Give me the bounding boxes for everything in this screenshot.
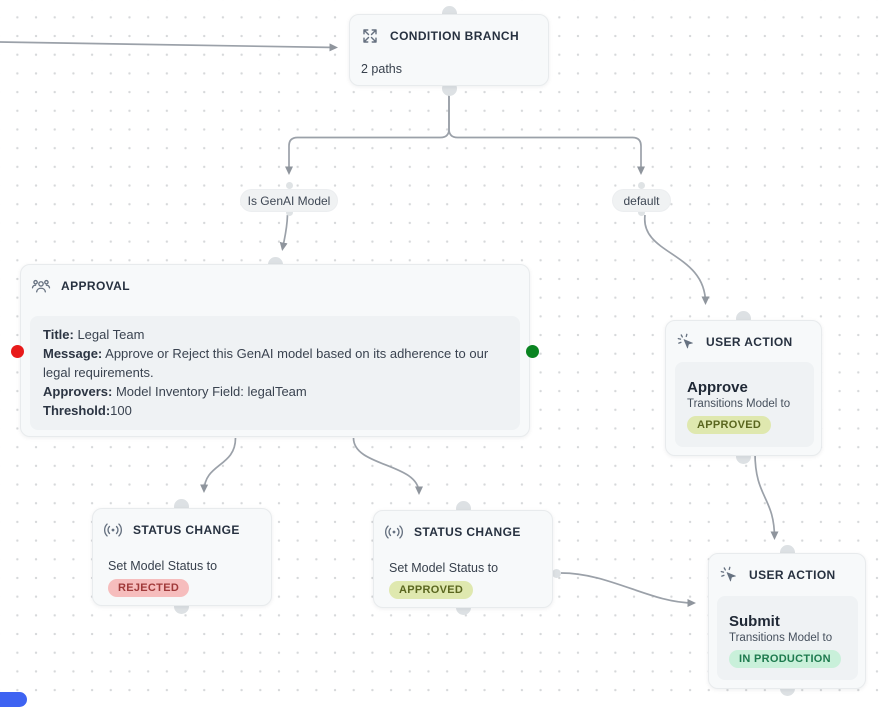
node-title: STATUS CHANGE [133,523,240,537]
connection-handle[interactable] [285,181,293,189]
edge-approved-to-submit[interactable] [560,572,696,607]
edge-approve-to-submit[interactable] [754,452,779,540]
approval-node[interactable]: APPROVAL Title: Legal Team Message: Appr… [20,264,530,437]
edge-incoming[interactable] [0,41,338,52]
connection-handle[interactable] [285,208,293,216]
approval-title-field: Title: Legal Team [43,327,145,342]
red-handle-dot[interactable] [10,344,24,358]
status-change-text: Set Model Status to [108,559,218,573]
status-change-approved-node[interactable]: STATUS CHANGE Set Model Status to APPROV… [373,510,553,608]
action-name: Submit [729,613,780,630]
cursor-click-icon [676,332,696,352]
transition-text: Transitions Model to [729,632,833,644]
status-change-rejected-node[interactable]: STATUS CHANGE Set Model Status to REJECT… [92,508,272,606]
edge-label-to-approval[interactable] [279,214,289,251]
edge-branch-left[interactable] [285,89,450,175]
node-title: APPROVAL [61,279,130,293]
cutoff-blue-widget[interactable] [0,692,27,707]
edge-approval-to-approved[interactable] [352,437,423,495]
cursor-click-icon [719,565,739,585]
transition-text: Transitions Model to [687,398,791,410]
user-action-submit-node[interactable]: USER ACTION Submit Transitions Model to … [708,553,866,689]
status-badge-approved: APPROVED [389,581,474,599]
edge-default-to-user-action[interactable] [644,214,710,305]
node-title: USER ACTION [749,568,836,582]
user-action-approve-node[interactable]: USER ACTION Approve Transitions Model to… [665,320,822,456]
connection-handle[interactable] [637,181,645,189]
user-action-card: Approve Transitions Model to APPROVED [675,362,814,447]
node-title: USER ACTION [706,335,793,349]
branch-label-default[interactable]: default [612,189,671,212]
node-title: STATUS CHANGE [414,525,521,539]
broadcast-icon [384,522,404,542]
approval-approvers-field: Approvers: Model Inventory Field: legalT… [43,384,307,399]
action-name: Approve [687,379,748,396]
node-title: CONDITION BRANCH [390,29,520,43]
paths-count-label: 2 paths [361,62,403,76]
connection-handle[interactable] [637,208,645,216]
expand-arrows-icon [360,26,380,46]
status-badge-approved: APPROVED [687,416,772,434]
branch-label-is-genai-model[interactable]: Is GenAI Model [240,189,338,212]
edge-branch-right[interactable] [448,89,645,175]
green-handle-dot[interactable] [525,344,539,358]
approval-threshold-field: Threshold:100 [43,403,132,418]
connection-handle[interactable] [551,568,561,578]
user-action-card: Submit Transitions Model to IN PRODUCTIO… [717,596,858,680]
status-badge-in-production: IN PRODUCTION [729,650,841,668]
status-change-text: Set Model Status to [389,561,499,575]
broadcast-icon [103,520,123,540]
users-group-icon [31,276,51,296]
condition-branch-node[interactable]: CONDITION BRANCH 2 paths [349,14,549,86]
approval-details-card: Title: Legal Team Message: Approve or Re… [30,316,520,430]
edge-approval-to-rejected[interactable] [200,437,237,493]
status-badge-rejected: REJECTED [108,579,190,597]
approval-message-field: Message: Approve or Reject this GenAI mo… [43,346,489,380]
